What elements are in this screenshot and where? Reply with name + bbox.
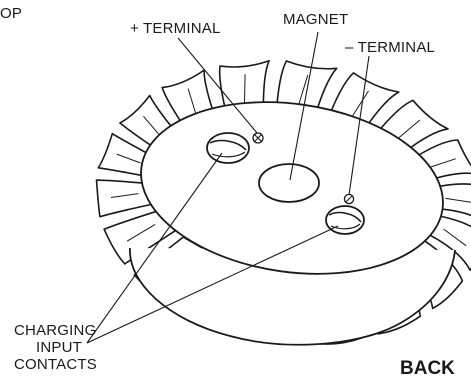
plus-charging-contact: [207, 133, 249, 163]
charging-label-line-3: CONTACTS: [14, 356, 82, 373]
plus-terminal-screw: [253, 133, 263, 143]
charging-input-contacts-label: CHARGING INPUT CONTACTS: [14, 322, 82, 373]
partial-label-top: OP: [0, 5, 22, 22]
plus-terminal-label: + TERMINAL: [130, 20, 221, 37]
minus-terminal-screw: [344, 194, 353, 203]
view-label-back: BACK: [400, 358, 455, 380]
charging-label-line-2: INPUT: [14, 339, 82, 356]
minus-charging-contact: [326, 206, 364, 234]
magnet-label: MAGNET: [283, 11, 348, 28]
minus-terminal-label: – TERMINAL: [345, 39, 435, 56]
center-magnet: [259, 164, 319, 202]
charging-label-line-1: CHARGING: [14, 322, 82, 339]
